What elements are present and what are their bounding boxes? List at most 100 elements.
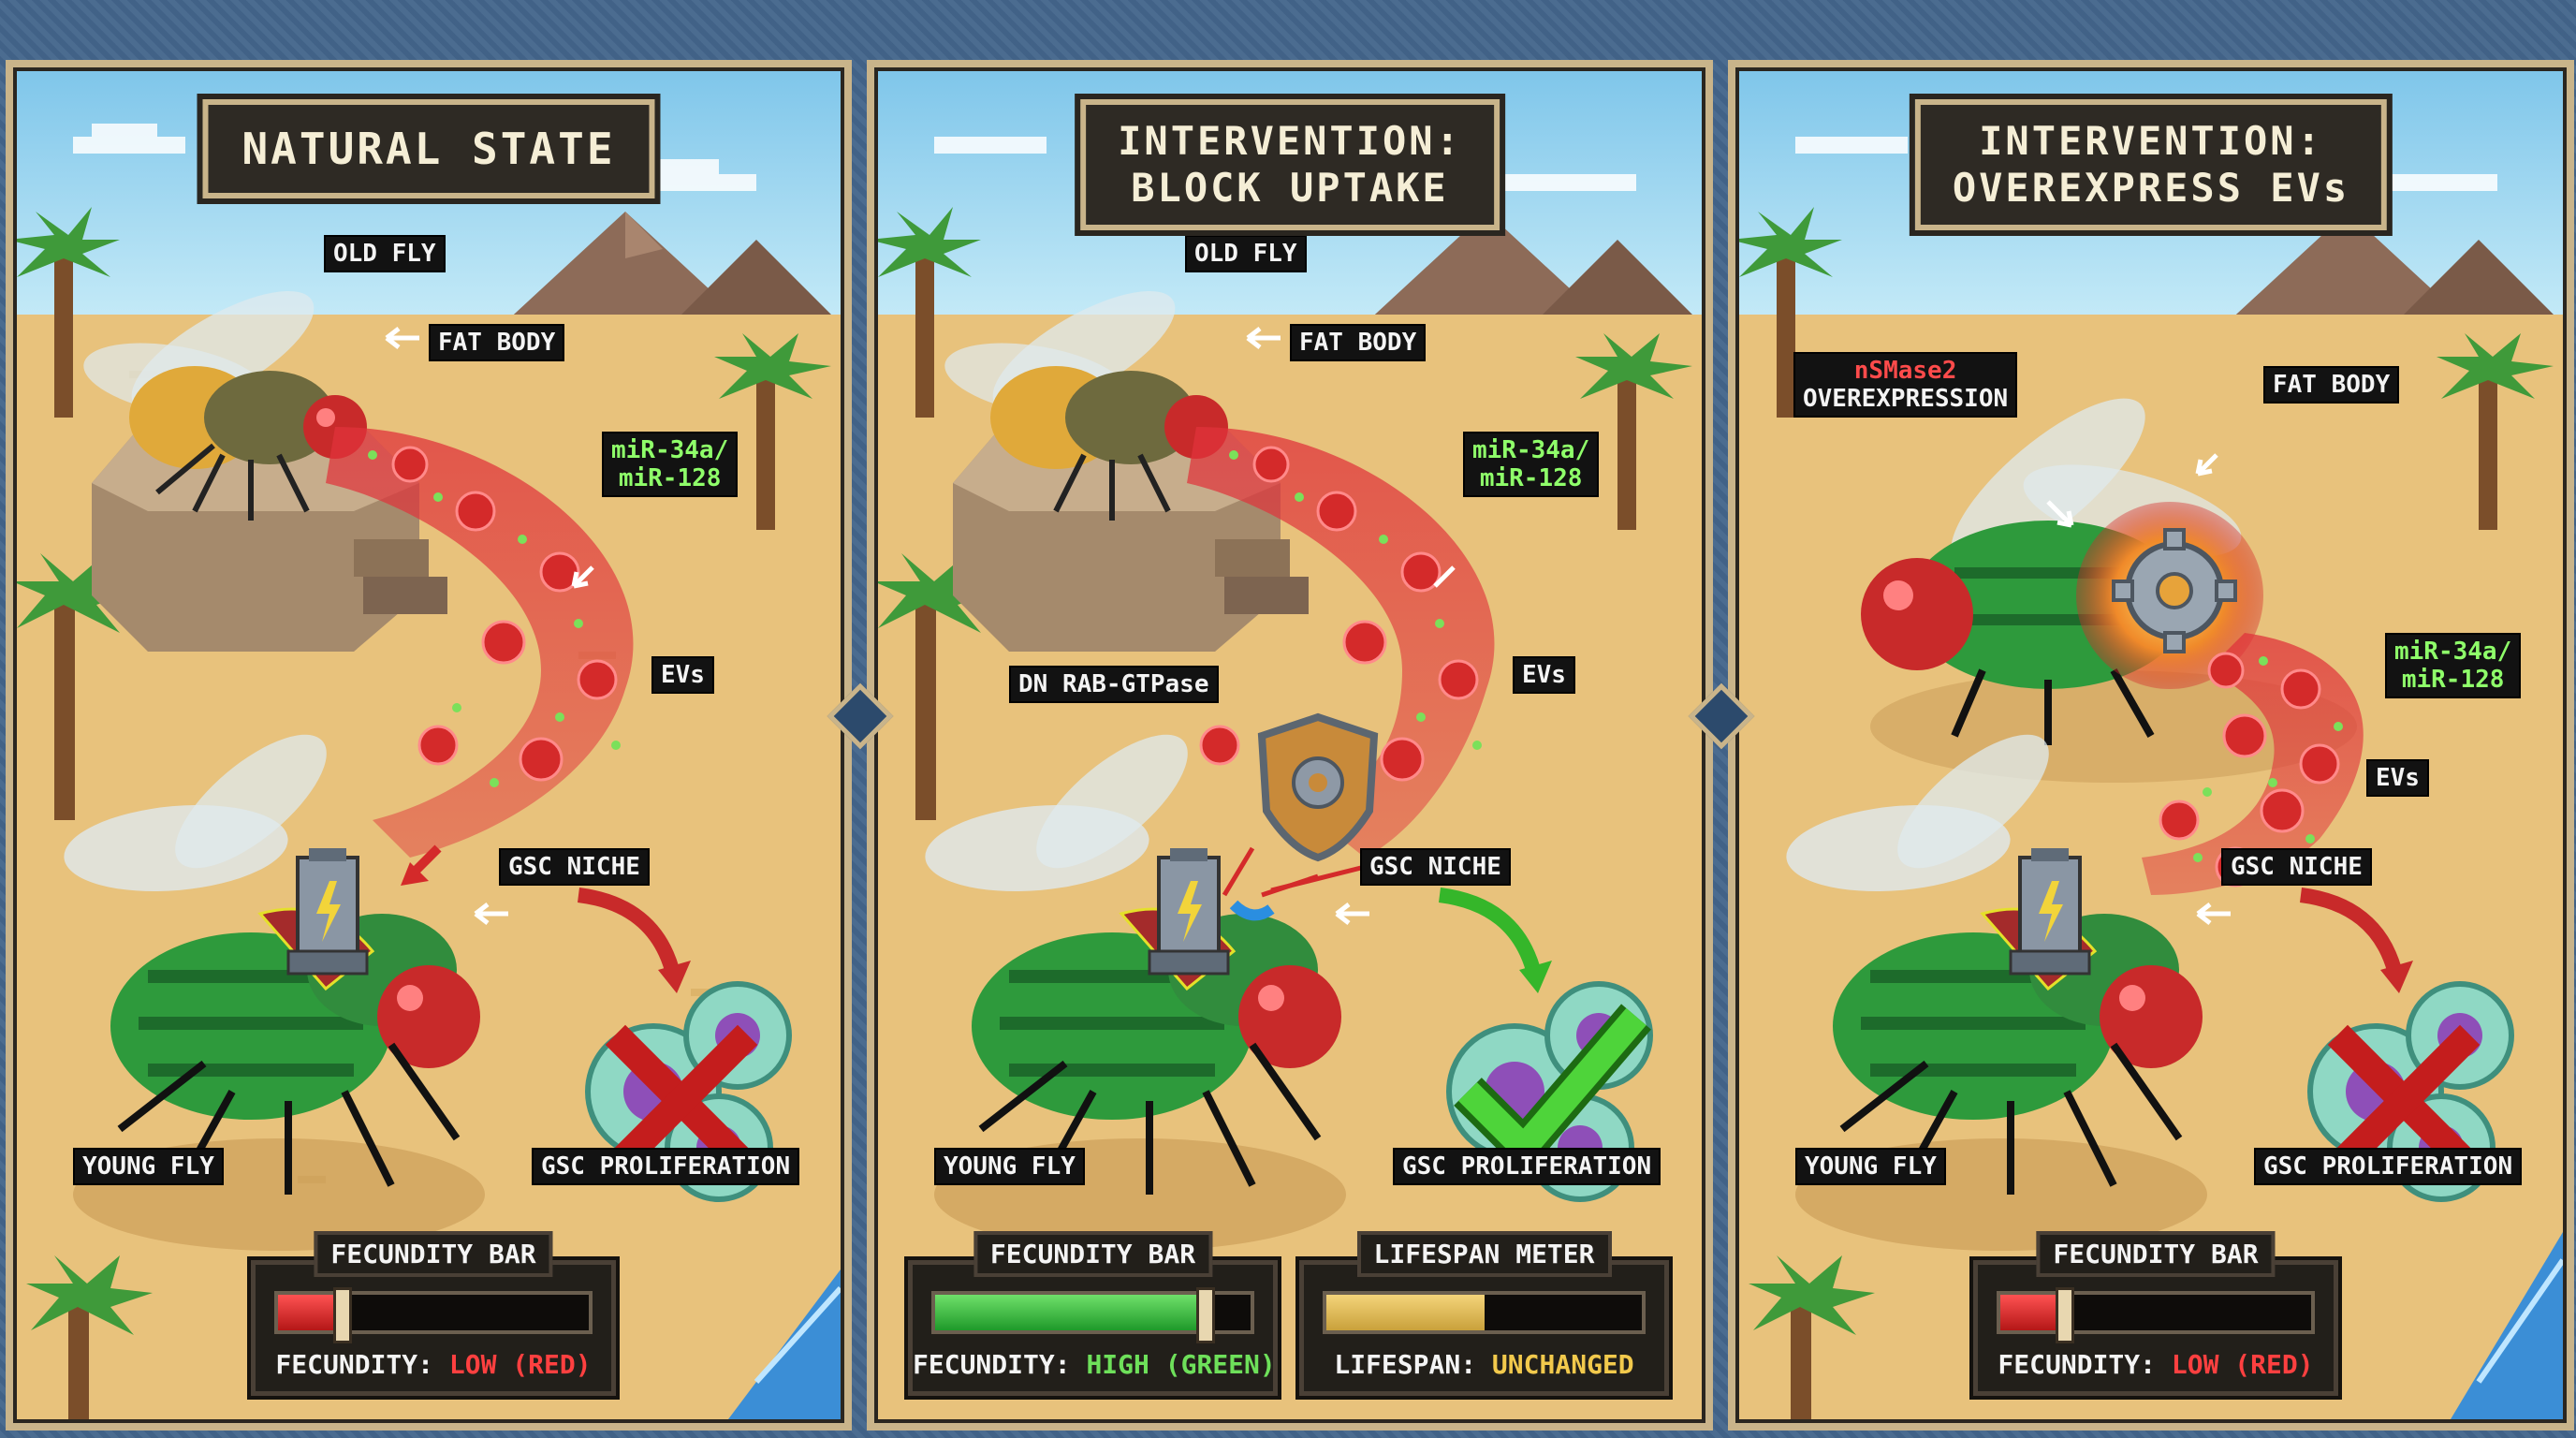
mirna-label: miR-34a/miR-128 bbox=[1463, 432, 1600, 497]
panel-title: INTERVENTION:OVEREXPRESS EVs bbox=[1909, 94, 2393, 236]
fat-body-label: FAT BODY bbox=[2263, 366, 2400, 404]
cross-icon bbox=[2327, 1024, 2481, 1178]
lifespan-meter: LIFESPAN METER LIFESPAN: UNCHANGED bbox=[1295, 1231, 1673, 1400]
fly-icon bbox=[83, 291, 367, 521]
palm-tree-icon bbox=[714, 333, 831, 530]
meter-marker bbox=[1196, 1287, 1216, 1343]
battery-niche-icon bbox=[286, 848, 369, 976]
meter-track bbox=[274, 1287, 593, 1343]
meter-fill bbox=[1326, 1295, 1485, 1330]
palm-tree-icon bbox=[878, 553, 1000, 820]
panel-title: INTERVENTION:BLOCK UPTAKE bbox=[1075, 94, 1505, 236]
palm-tree-icon bbox=[17, 553, 139, 820]
dn-rab-gtpase-label: DN RAB-GTPase bbox=[1009, 666, 1219, 703]
gsc-proliferation-label: GSC PROLIFERATION bbox=[532, 1148, 800, 1185]
battery-niche-icon bbox=[1148, 848, 1230, 976]
mountain-icon bbox=[1365, 212, 1702, 324]
panel-block-uptake: INTERVENTION:BLOCK UPTAKE OLD FLY FAT BO… bbox=[867, 60, 1713, 1431]
title-line-1: INTERVENTION: bbox=[1118, 118, 1462, 164]
meter-status: FECUNDITY: LOW (RED) bbox=[1978, 1349, 2334, 1380]
title-line-1: NATURAL STATE bbox=[242, 124, 616, 174]
mirna-label: miR-34a/miR-128 bbox=[602, 432, 739, 497]
status-value: HIGH (GREEN) bbox=[1086, 1349, 1276, 1380]
mirna-line-2: miR-128 bbox=[1479, 464, 1583, 492]
palm-tree-icon bbox=[1749, 1255, 1875, 1419]
status-label: LIFESPAN: bbox=[1334, 1349, 1492, 1380]
palm-tree-icon bbox=[1739, 207, 1842, 418]
young-fly-label: YOUNG FLY bbox=[73, 1148, 224, 1185]
fecundity-bar: FECUNDITY BAR FECUNDITY: LOW (RED) bbox=[247, 1231, 620, 1400]
fat-body-label: FAT BODY bbox=[429, 324, 565, 361]
battery-niche-icon bbox=[2009, 848, 2091, 976]
title-line-2: OVEREXPRESS EVs bbox=[1952, 165, 2350, 211]
status-value: LOW (RED) bbox=[448, 1349, 592, 1380]
overexpression-text: OVEREXPRESSION bbox=[1803, 385, 2009, 413]
old-fly-label: OLD FLY bbox=[1185, 235, 1307, 272]
title-line-1: INTERVENTION: bbox=[1979, 118, 2323, 164]
status-label: FECUNDITY: bbox=[275, 1349, 449, 1380]
mountain-icon bbox=[504, 212, 841, 324]
panel-title: NATURAL STATE bbox=[197, 94, 661, 204]
palm-tree-icon bbox=[878, 207, 981, 418]
status-value: LOW (RED) bbox=[2171, 1349, 2314, 1380]
scene-block-uptake bbox=[878, 71, 1702, 1419]
palm-tree-icon bbox=[26, 1255, 153, 1419]
shield-gear-icon bbox=[1257, 712, 1379, 862]
old-fly-label: OLD FLY bbox=[324, 235, 446, 272]
mirna-line-1: miR-34a/ bbox=[611, 436, 729, 464]
evs-label: EVs bbox=[1513, 656, 1575, 694]
meter-fill bbox=[278, 1295, 341, 1330]
fecundity-bar: FECUNDITY BAR FECUNDITY: HIGH (GREEN) bbox=[904, 1231, 1281, 1400]
status-label: FECUNDITY: bbox=[1998, 1349, 2172, 1380]
scene-overexpress-evs bbox=[1739, 71, 2563, 1419]
meter-track bbox=[1323, 1291, 1646, 1334]
palm-tree-icon bbox=[17, 207, 120, 418]
cross-icon bbox=[605, 1024, 758, 1178]
gsc-niche-label: GSC NICHE bbox=[1360, 848, 1511, 886]
meter-fill bbox=[2000, 1295, 2063, 1330]
meter-status: LIFESPAN: UNCHANGED bbox=[1304, 1349, 1664, 1380]
meter-status: FECUNDITY: HIGH (GREEN) bbox=[913, 1349, 1276, 1380]
meter-track bbox=[931, 1287, 1254, 1343]
meter-title: LIFESPAN METER bbox=[1356, 1231, 1612, 1277]
fecundity-bar: FECUNDITY BAR FECUNDITY: LOW (RED) bbox=[1969, 1231, 2342, 1400]
gsc-proliferation-label: GSC PROLIFERATION bbox=[1393, 1148, 1661, 1185]
title-line-2: BLOCK UPTAKE bbox=[1131, 165, 1449, 211]
gsc-niche-label: GSC NICHE bbox=[499, 848, 650, 886]
ev-vesicle-icon bbox=[1199, 446, 1479, 782]
palm-tree-icon bbox=[2437, 333, 2554, 530]
panel-natural-state: NATURAL STATE OLD FLY FAT BODY miR-34a/m… bbox=[6, 60, 852, 1431]
young-fly-label: YOUNG FLY bbox=[934, 1148, 1085, 1185]
young-fly-label: YOUNG FLY bbox=[1795, 1148, 1946, 1185]
mirna-label: miR-34a/miR-128 bbox=[2385, 633, 2522, 698]
mirna-line-1: miR-34a/ bbox=[1472, 436, 1590, 464]
mountain-icon bbox=[2226, 212, 2563, 324]
meter-marker bbox=[333, 1287, 353, 1343]
gear-icon bbox=[2112, 528, 2237, 653]
mirna-line-2: miR-128 bbox=[2401, 666, 2505, 694]
ev-vesicle-icon bbox=[391, 446, 618, 782]
evs-label: EVs bbox=[2366, 759, 2429, 797]
scene-natural-state bbox=[17, 71, 841, 1419]
status-label: FECUNDITY: bbox=[913, 1349, 1087, 1380]
evs-label: EVs bbox=[651, 656, 714, 694]
meter-fill bbox=[935, 1295, 1204, 1330]
fly-icon bbox=[944, 291, 1228, 521]
gsc-niche-label: GSC NICHE bbox=[2221, 848, 2372, 886]
nsmase2-text: nSMase2 bbox=[1853, 357, 1957, 385]
meter-title: FECUNDITY BAR bbox=[314, 1231, 553, 1277]
meter-status: FECUNDITY: LOW (RED) bbox=[256, 1349, 611, 1380]
gsc-proliferation-label: GSC PROLIFERATION bbox=[2254, 1148, 2523, 1185]
status-value: UNCHANGED bbox=[1491, 1349, 1634, 1380]
mirna-line-1: miR-34a/ bbox=[2394, 638, 2512, 666]
meter-track bbox=[1997, 1287, 2315, 1343]
mirna-line-2: miR-128 bbox=[618, 464, 722, 492]
fat-body-label: FAT BODY bbox=[1290, 324, 1427, 361]
meter-title: FECUNDITY BAR bbox=[2036, 1231, 2276, 1277]
meter-marker bbox=[2056, 1287, 2075, 1343]
meter-title: FECUNDITY BAR bbox=[973, 1231, 1213, 1277]
palm-tree-icon bbox=[1575, 333, 1692, 530]
